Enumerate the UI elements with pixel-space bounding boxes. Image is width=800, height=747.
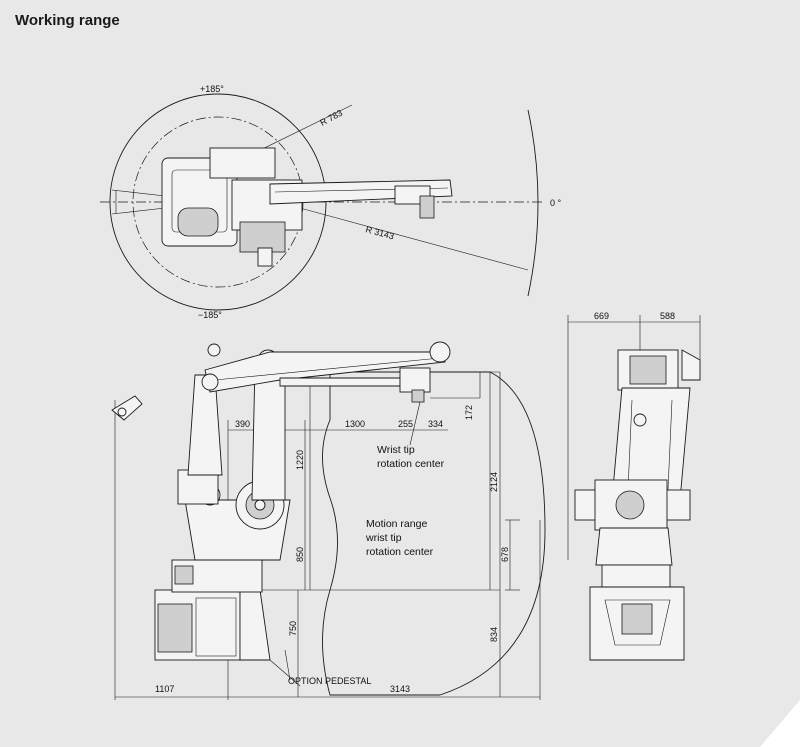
wrist bbox=[399, 367, 431, 393]
upper-arm-top bbox=[209, 147, 276, 179]
lower-link bbox=[279, 377, 401, 387]
wrist-flange-top bbox=[419, 195, 435, 219]
motion-range-envelope bbox=[322, 371, 546, 696]
dim-334: 334 bbox=[428, 419, 443, 429]
motion-range-label: Motion range bbox=[366, 518, 427, 530]
angle-minus-label: −185° bbox=[198, 310, 222, 320]
base-motor-top bbox=[177, 207, 219, 237]
outer-arc-r3143 bbox=[527, 109, 539, 297]
motion-rotation-center-label: rotation center bbox=[366, 546, 434, 558]
dim-1300: 1300 bbox=[345, 419, 365, 429]
dim-390: 390 bbox=[235, 419, 250, 429]
dim-2124: 2124 bbox=[489, 472, 499, 492]
rear-bracket bbox=[111, 395, 143, 421]
motor-shaft-top bbox=[257, 247, 273, 267]
wrist-flange bbox=[411, 389, 425, 403]
radius-r783-label: R 783 bbox=[318, 108, 344, 128]
page-title: Working range bbox=[15, 12, 120, 29]
angle-zero-label: 0 ° bbox=[550, 198, 562, 208]
dim-172: 172 bbox=[464, 405, 474, 420]
front-lower-body bbox=[595, 527, 673, 566]
side-view: 390 1300 255 334 172 1220 2124 850 678 7… bbox=[111, 341, 546, 700]
wrist-tip-label: Wrist tip bbox=[377, 444, 415, 456]
dim-850: 850 bbox=[295, 547, 305, 562]
forearm-elbow bbox=[429, 341, 451, 363]
dim-669: 669 bbox=[594, 311, 609, 321]
wrist-rotation-label: rotation center bbox=[377, 458, 445, 470]
front-base bbox=[601, 564, 671, 588]
dim-750: 750 bbox=[288, 621, 298, 636]
radius-leader-r3143 bbox=[299, 207, 529, 271]
option-pedestal-label: OPTION PEDESTAL bbox=[288, 676, 371, 686]
dim-3143: 3143 bbox=[390, 684, 410, 694]
front-view: 669 588 bbox=[567, 311, 701, 661]
motion-wrist-tip-label: wrist tip bbox=[365, 532, 402, 544]
dim-1107: 1107 bbox=[155, 684, 174, 694]
dim-588: 588 bbox=[660, 311, 675, 321]
top-view: +185° −185° 0 ° R 783 R 3143 bbox=[100, 84, 562, 320]
forearm bbox=[204, 351, 446, 393]
dim-1220: 1220 bbox=[295, 450, 305, 470]
corner-wedge bbox=[760, 700, 800, 747]
radius-r3143-label: R 3143 bbox=[364, 224, 395, 241]
dim-678: 678 bbox=[500, 547, 510, 562]
motor-top bbox=[239, 221, 286, 253]
angle-plus-label: +185° bbox=[200, 84, 224, 94]
dim-834: 834 bbox=[489, 627, 499, 642]
dim-255: 255 bbox=[398, 419, 413, 429]
